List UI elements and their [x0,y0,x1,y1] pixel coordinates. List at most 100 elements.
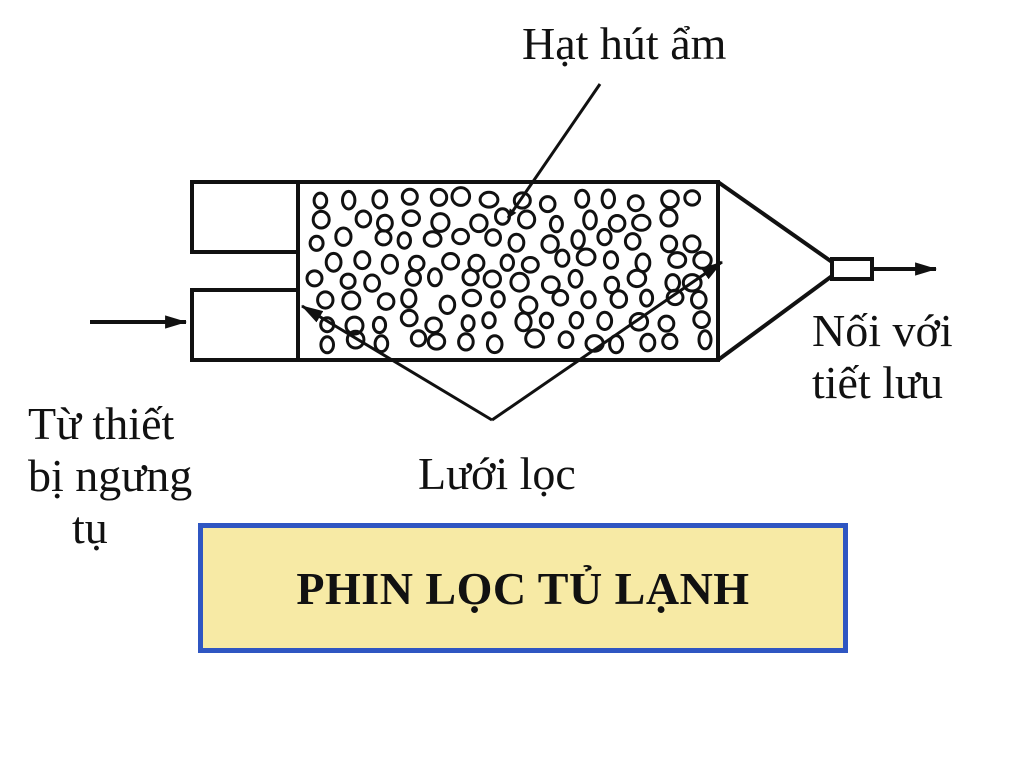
desiccant-bead [305,269,324,288]
desiccant-bead [574,188,591,209]
desiccant-bead [517,209,537,230]
desiccant-bead [659,207,679,228]
desiccant-bead [607,214,627,233]
desiccant-bead [451,227,471,246]
desiccant-bead [484,228,503,247]
desiccant-bead [341,189,357,211]
desiccant-bead [334,226,353,247]
filter-mesh-pointer-right [491,260,723,422]
desiccant-bead [600,188,616,210]
desiccant-bead [339,272,357,290]
desiccant-bead [596,228,613,247]
desiccant-bead [518,295,539,315]
desiccant-bead [631,213,652,232]
desiccant-bead [461,288,483,308]
desiccant-bead [407,254,426,273]
desiccant-bead [568,311,585,330]
desiccant-bead [538,195,557,214]
desiccant-bead [324,251,343,273]
inlet-label-line-1: Từ thiết [28,398,175,449]
desiccant-bead [626,194,645,213]
desiccant-beads [305,186,713,355]
desiccant-bead [404,269,422,287]
desiccant-bead [490,290,506,309]
filter-mesh-label: Lưới lọc [418,448,576,499]
desiccant-bead [450,186,472,207]
outlet-cone-top [716,180,834,264]
desiccant-bead [311,209,331,230]
desiccant-bead [575,247,597,267]
desiccant-bead [308,234,325,252]
desiccant-bead [682,234,702,254]
desiccant-bead [376,292,396,311]
desiccant-bead [354,209,373,229]
desiccant-bead [429,187,449,207]
desiccant-bead [482,269,502,289]
desiccant-bead [683,189,702,207]
desiccant-bead [657,314,676,333]
desiccant-bead [681,273,703,293]
desiccant-bead [373,334,390,354]
desiccant-bead [660,234,679,254]
desiccant-bead [664,273,682,293]
desiccant-pointer [506,83,602,219]
desiccant-bead [580,290,597,310]
desiccant-bead [427,267,443,288]
desiccant-bead [460,314,476,333]
outlet-label-line-1: Nối với [812,305,953,356]
desiccant-bead [514,311,533,333]
desiccant-bead [422,230,443,248]
desiccant-bead [639,288,655,308]
desiccant-bead [376,213,394,233]
desiccant-bead [400,288,418,309]
desiccant-bead [661,332,679,351]
desiccant-bead [596,310,614,331]
desiccant-bead [469,213,489,234]
desiccant-bead [319,335,336,355]
inlet-label: Từ thiết bị ngưng tụ [28,398,192,554]
desiccant-bead [639,332,657,353]
inlet-connector-lower [190,288,300,362]
desiccant-bead [697,329,713,351]
desiccant-bead [623,232,642,251]
desiccant-bead [628,312,650,332]
desiccant-bead [567,268,584,289]
desiccant-bead [509,271,530,293]
desiccant-bead [341,290,362,311]
desiccant-bead [540,275,561,295]
desiccant-bead [426,332,447,351]
desiccant-bead [524,328,545,349]
desiccant-bead [461,268,480,287]
diagram-title: PHIN LỌC TỦ LẠNH [296,562,750,614]
desiccant-bead [520,256,540,274]
desiccant-bead [538,311,555,330]
desiccant-bead [400,187,419,206]
desiccant-bead [626,268,648,289]
inlet-label-line-2: bị ngưng [28,450,193,501]
desiccant-bead [582,209,598,231]
desiccant-label: Hạt hút ẩm [522,18,727,69]
desiccant-bead [430,212,451,233]
desiccant-bead [380,253,399,275]
title-box: PHIN LỌC TỦ LẠNH [198,523,848,653]
desiccant-bead [660,189,680,210]
desiccant-bead [499,253,515,272]
desiccant-bead [441,251,461,271]
outlet-label-line-2: tiết lưu [812,357,943,408]
desiccant-bead [665,288,685,307]
desiccant-bead [353,250,372,271]
desiccant-bead [457,332,475,352]
outlet-nozzle [830,257,874,281]
desiccant-bead [548,214,564,234]
desiccant-bead [481,311,497,330]
desiccant-bead [409,329,428,348]
desiccant-bead [438,294,457,315]
desiccant-bead [667,251,688,269]
desiccant-bead [570,229,586,250]
desiccant-bead [401,209,421,227]
desiccant-bead [692,310,711,330]
desiccant-bead [478,190,500,209]
desiccant-bead [554,248,571,268]
desiccant-bead [312,191,329,210]
